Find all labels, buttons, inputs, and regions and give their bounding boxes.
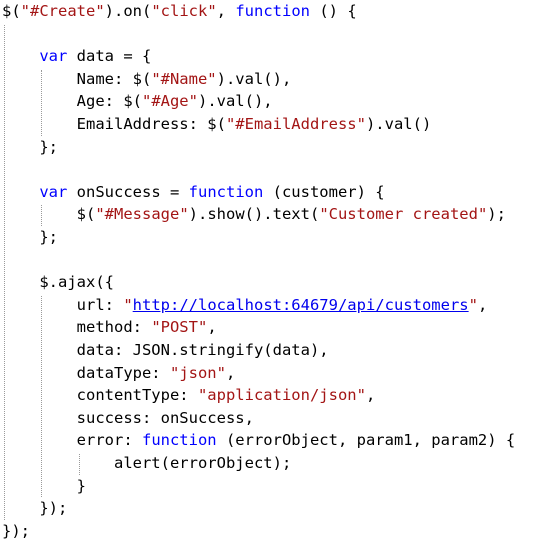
code-token: $.ajax({ — [2, 273, 114, 292]
code-token: Name: $( — [2, 69, 152, 88]
code-token: , — [477, 295, 488, 314]
code-token: var — [39, 47, 68, 66]
code-token: , — [365, 386, 376, 405]
code-line: data: JSON.stringify(data), — [2, 339, 329, 361]
code-token: "Customer created" — [319, 205, 488, 224]
code-token: data = { — [67, 47, 152, 66]
code-token: var — [39, 182, 68, 201]
code-token: }; — [2, 137, 58, 156]
code-line: url: "http://localhost:64679/api/custome… — [2, 294, 488, 316]
code-token — [2, 47, 39, 65]
code-token: Age: $( — [2, 92, 142, 111]
code-token: }); — [2, 521, 30, 540]
code-token: , — [225, 363, 236, 382]
code-token: $( — [2, 205, 96, 224]
code-token — [2, 183, 39, 201]
code-line: }; — [2, 136, 58, 158]
code-line: error: function (errorObject, param1, pa… — [2, 429, 516, 451]
code-token: ).show().text( — [188, 205, 320, 224]
code-token: }; — [2, 228, 58, 246]
code-token: alert(errorObject); — [2, 454, 292, 472]
code-token: EmailAddress: $( — [2, 115, 226, 133]
code-token: ).on( — [104, 2, 152, 20]
code-token: url: — [2, 295, 124, 314]
code-token: ).val(), — [197, 92, 273, 111]
code-token: "json" — [169, 363, 226, 382]
code-token: $( — [2, 2, 21, 20]
code-line: }; — [2, 226, 58, 248]
code-token: " — [468, 295, 478, 314]
code-token: ); — [487, 205, 506, 224]
code-token: "click" — [151, 2, 217, 20]
code-token: (errorObject, param1, param2) { — [216, 431, 516, 450]
indent-guide — [78, 454, 80, 475]
code-token: " — [123, 295, 133, 314]
indent-guide — [4, 24, 5, 520]
code-line: Age: $("#Age").val(), — [2, 90, 273, 112]
code-token: }); — [2, 499, 68, 518]
code-token: function — [141, 431, 217, 450]
code-token: "application/json" — [197, 386, 366, 405]
code-token: method: — [2, 318, 152, 337]
code-token: "#Age" — [141, 92, 198, 111]
code-line: $("#Message").show().text("Customer crea… — [2, 203, 506, 225]
code-line: success: onSuccess, — [2, 407, 254, 429]
indent-guide — [41, 295, 43, 498]
code-line: }); — [2, 520, 30, 542]
code-line: Name: $("#Name").val(), — [2, 68, 292, 90]
code-token: "#Create" — [20, 2, 105, 20]
code-line: $.ajax({ — [2, 271, 114, 293]
code-line: } — [2, 475, 86, 497]
code-token: "POST" — [151, 318, 208, 337]
code-token: function — [235, 2, 310, 20]
code-token: "#EmailAddress" — [225, 115, 366, 133]
code-token: , — [207, 318, 217, 337]
code-line: EmailAddress: $("#EmailAddress").val() — [2, 113, 432, 135]
code-line: contentType: "application/json", — [2, 384, 376, 406]
code-token: ).val(), — [216, 69, 292, 88]
code-token: , — [216, 2, 236, 20]
code-token: success: onSuccess, — [2, 408, 254, 427]
code-token: ).val() — [365, 115, 432, 133]
code-token: contentType: — [2, 386, 198, 405]
code-line: method: "POST", — [2, 316, 217, 338]
code-token: } — [2, 476, 86, 495]
code-token: error: — [2, 431, 142, 450]
code-token: onSuccess = — [67, 182, 189, 201]
code-line: $("#Create").on("click", function () { — [2, 0, 357, 22]
code-line: var data = { — [2, 45, 151, 67]
code-token: data: JSON.stringify(data), — [2, 341, 329, 359]
code-token: (customer) { — [263, 182, 385, 201]
indent-guide — [41, 69, 43, 136]
code-line: alert(errorObject); — [2, 452, 291, 474]
code-token: dataType: — [2, 363, 170, 382]
code-token: () { — [310, 2, 357, 20]
code-line: dataType: "json", — [2, 362, 236, 384]
code-link[interactable]: http://localhost:64679/api/customers — [132, 295, 469, 314]
code-token: "#Name" — [151, 69, 217, 88]
code-line: var onSuccess = function (customer) { — [2, 181, 385, 203]
code-token: function — [188, 182, 264, 201]
code-line: }); — [2, 497, 67, 519]
indent-guide — [41, 205, 43, 226]
code-token: "#Message" — [95, 205, 189, 224]
